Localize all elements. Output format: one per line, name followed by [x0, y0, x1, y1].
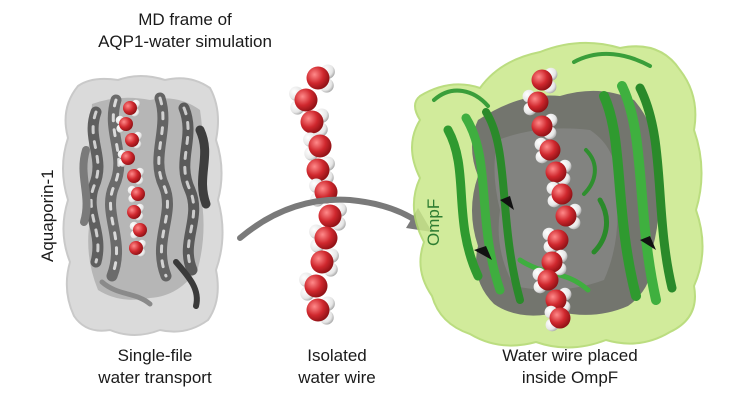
water-molecule-icon — [127, 203, 145, 221]
water-molecule-icon — [306, 64, 335, 93]
water-molecule-icon — [555, 203, 582, 230]
aqp1-water-chain — [115, 99, 147, 257]
water-molecule-icon — [531, 67, 558, 94]
water-molecule-icon — [544, 305, 571, 332]
water-molecule-icon — [117, 149, 135, 167]
wire-caption-bottom-line2: water wire — [298, 368, 376, 387]
water-molecule-icon — [532, 267, 559, 294]
ompf-side-label: OmpF — [424, 198, 443, 246]
water-molecule-icon — [115, 115, 133, 133]
water-molecule-icon — [306, 296, 335, 325]
water-molecule-icon — [125, 131, 143, 149]
water-molecule-icon — [299, 272, 328, 301]
ompf-strand-shadows — [474, 196, 656, 260]
water-molecule-icon — [310, 248, 339, 277]
water-molecule-icon — [522, 89, 549, 116]
water-molecule-icon — [545, 159, 572, 186]
water-molecule-icon — [123, 99, 141, 117]
water-molecule-icon — [129, 221, 147, 239]
aquaporin-structure — [62, 75, 224, 336]
ompf-caption-bottom-line2: inside OmpF — [521, 368, 619, 387]
water-molecule-icon — [300, 108, 329, 137]
water-molecule-icon — [542, 227, 569, 254]
water-molecule-icon — [531, 113, 558, 140]
isolated-water-wire — [289, 64, 347, 325]
water-molecule-icon — [546, 181, 573, 208]
water-molecule-icon — [534, 137, 561, 164]
water-molecule-icon — [127, 185, 145, 203]
water-molecule-icon — [289, 86, 318, 115]
aqp1-caption-bottom-line2: water transport — [98, 368, 212, 387]
ompf-caption-bottom-line1: Water wire placed — [502, 346, 638, 365]
aqp1-caption-top-line1: MD frame of — [138, 10, 232, 29]
water-molecule-icon — [309, 224, 338, 253]
aqp1-side-label: Aquaporin-1 — [38, 169, 57, 262]
ompf-structure — [411, 41, 704, 349]
aqp1-caption-top-line2: AQP1-water simulation — [98, 32, 272, 51]
water-molecule-icon — [541, 249, 568, 276]
water-molecule-icon — [318, 202, 347, 231]
water-molecule-icon — [129, 239, 147, 257]
water-molecule-icon — [127, 167, 145, 185]
ompf-water-wire — [522, 67, 582, 332]
aqp1-caption-bottom-line1: Single-file — [117, 346, 193, 365]
aqp1-helices — [79, 92, 211, 309]
water-molecule-icon — [303, 132, 332, 161]
wire-caption-bottom-line1: Isolated — [307, 346, 367, 365]
